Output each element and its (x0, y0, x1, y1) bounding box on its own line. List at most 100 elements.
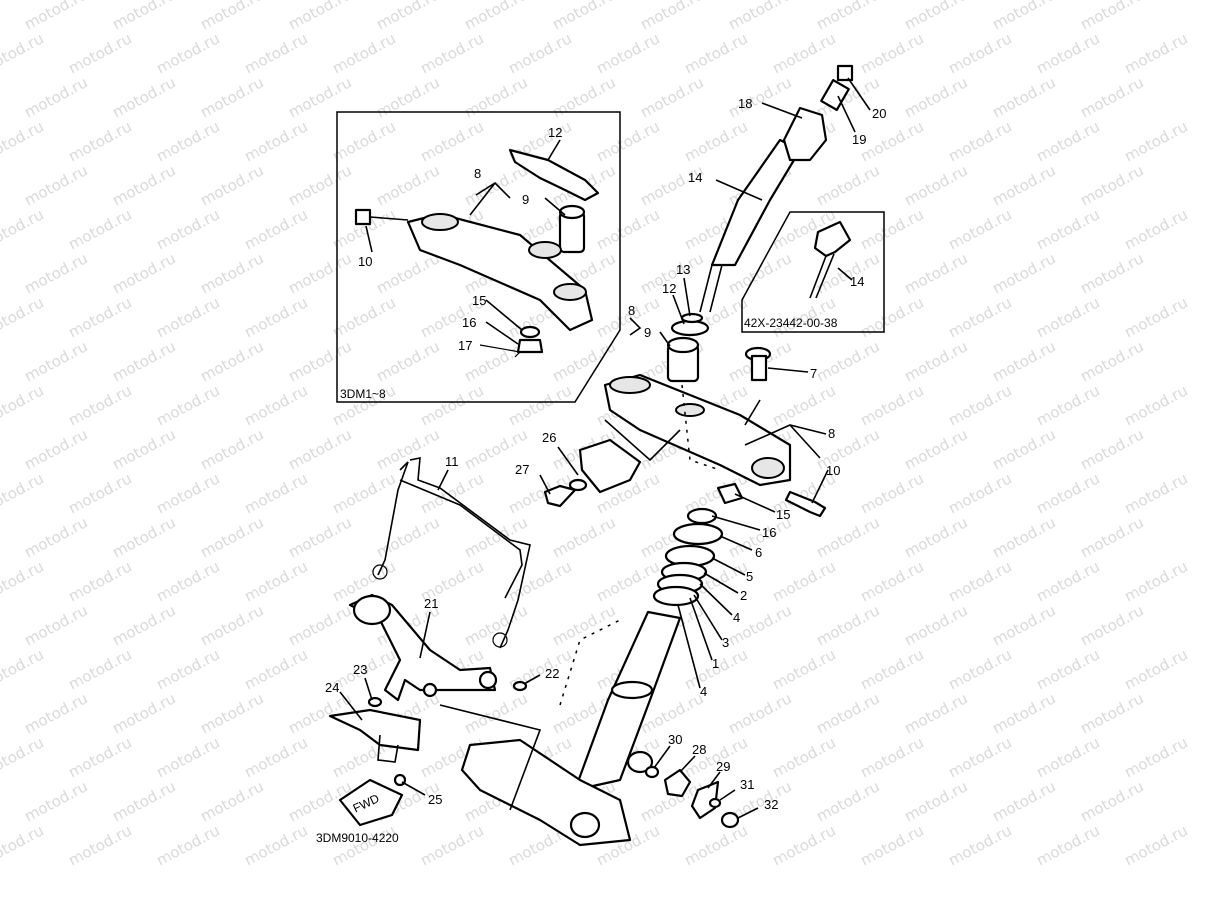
watermark-text: motod.ru (725, 73, 794, 121)
inset-3dm1-8: 3DM1~8 12 8 9 10 15 16 17 (336, 111, 621, 403)
watermark-text: motod.ru (549, 513, 618, 561)
watermark-text: motod.ru (1121, 117, 1190, 165)
watermark-text: motod.ru (153, 205, 222, 253)
svg-text:12: 12 (548, 125, 562, 140)
watermark-text: motod.ru (1121, 645, 1190, 693)
watermark-text: motod.ru (857, 557, 926, 605)
watermark-text: motod.ru (901, 337, 970, 385)
cap-20 (836, 64, 854, 82)
callout-6: 6 (755, 545, 762, 560)
watermark-text: motod.ru (593, 29, 662, 77)
watermark-text: motod.ru (0, 733, 47, 781)
callout-31: 31 (740, 777, 754, 792)
callout-19: 19 (852, 132, 866, 147)
watermark-text: motod.ru (1077, 777, 1146, 825)
watermark-text: motod.ru (329, 293, 398, 341)
bolt-7 (744, 346, 772, 382)
watermark-text: motod.ru (1033, 821, 1102, 869)
diagram-code: 3DM9010-4220 (316, 831, 399, 845)
watermark-text: motod.ru (989, 337, 1058, 385)
watermark-text: motod.ru (109, 777, 178, 825)
callout-13: 13 (676, 262, 690, 277)
watermark-text: motod.ru (549, 337, 618, 385)
watermark-text: motod.ru (285, 249, 354, 297)
inset-left-frame (336, 111, 621, 403)
watermark-text: motod.ru (945, 293, 1014, 341)
switch-28 (663, 768, 692, 798)
watermark-text: motod.ru (725, 689, 794, 737)
watermark-text: motod.ru (109, 0, 178, 34)
frame-head-pipe (460, 610, 682, 847)
watermark-text: motod.ru (373, 161, 442, 209)
washer-31 (708, 797, 722, 809)
watermark-text: motod.ru (0, 469, 47, 517)
callout-26: 26 (542, 430, 556, 445)
watermark-text: motod.ru (1121, 469, 1190, 517)
watermark-text: motod.ru (153, 381, 222, 429)
callout-32: 32 (764, 797, 778, 812)
watermark-text: motod.ru (1077, 0, 1146, 34)
watermark-text: motod.ru (461, 73, 530, 121)
watermark-text: motod.ru (153, 117, 222, 165)
watermark-text: motod.ru (21, 337, 90, 385)
watermark-text: motod.ru (593, 117, 662, 165)
callout-4b: 4 (700, 684, 707, 699)
callout-3: 3 (722, 635, 729, 650)
callout-15: 15 (776, 507, 790, 522)
part-30 (644, 765, 660, 779)
watermark-text: motod.ru (109, 337, 178, 385)
callout-9: 9 (644, 325, 651, 340)
watermark-text: motod.ru (197, 337, 266, 385)
svg-text:16: 16 (462, 315, 476, 330)
watermark-text: motod.ru (65, 293, 134, 341)
watermark-text: motod.ru (813, 601, 882, 649)
watermark-text: motod.ru (1121, 821, 1190, 869)
watermark-text: motod.ru (329, 29, 398, 77)
watermark-text: motod.ru (153, 469, 222, 517)
watermark-text: motod.ru (21, 249, 90, 297)
fwd-arrow-icon: FWD (338, 778, 404, 827)
watermark-text: motod.ru (0, 117, 47, 165)
watermark-text: motod.ru (0, 821, 47, 869)
watermark-text: motod.ru (285, 161, 354, 209)
watermark-text: motod.ru (989, 689, 1058, 737)
nut-22 (512, 680, 528, 692)
watermark-text: motod.ru (241, 469, 310, 517)
watermark-text: motod.ru (769, 733, 838, 781)
callout-4a: 4 (733, 610, 740, 625)
upper-bracket-8 (603, 373, 792, 487)
watermark-text: motod.ru (1077, 73, 1146, 121)
watermark-text: motod.ru (241, 557, 310, 605)
watermark-text: motod.ru (1033, 117, 1102, 165)
watermark-text: motod.ru (989, 425, 1058, 473)
watermark-text: motod.ru (0, 205, 47, 253)
watermark-text: motod.ru (813, 425, 882, 473)
watermark-text: motod.ru (0, 381, 47, 429)
watermark-text: motod.ru (417, 821, 486, 869)
watermark-text: motod.ru (1077, 337, 1146, 385)
bolt-10 (784, 490, 827, 518)
watermark-text: motod.ru (945, 645, 1014, 693)
watermark-text: motod.ru (989, 777, 1058, 825)
watermark-text: motod.ru (461, 0, 530, 34)
watermark-text: motod.ru (21, 73, 90, 121)
callout-25: 25 (428, 792, 442, 807)
watermark-text: motod.ru (153, 557, 222, 605)
plate-29 (690, 780, 720, 820)
watermark-text: motod.ru (1033, 469, 1102, 517)
watermark-text: motod.ru (945, 205, 1014, 253)
watermark-text: motod.ru (857, 293, 926, 341)
watermark-text: motod.ru (1033, 293, 1102, 341)
watermark-text: motod.ru (901, 0, 970, 34)
inset-right-frame (741, 211, 885, 333)
watermark-text: motod.ru (1033, 733, 1102, 781)
watermark-text: motod.ru (901, 73, 970, 121)
lockwasher-16 (686, 507, 718, 525)
switch-parts (644, 765, 740, 829)
watermark-text: motod.ru (769, 557, 838, 605)
callout-27: 27 (515, 462, 529, 477)
watermark-text: motod.ru (329, 469, 398, 517)
watermark-text: motod.ru (0, 645, 47, 693)
watermark-text: motod.ru (0, 29, 47, 77)
watermark-text: motod.ru (417, 117, 486, 165)
